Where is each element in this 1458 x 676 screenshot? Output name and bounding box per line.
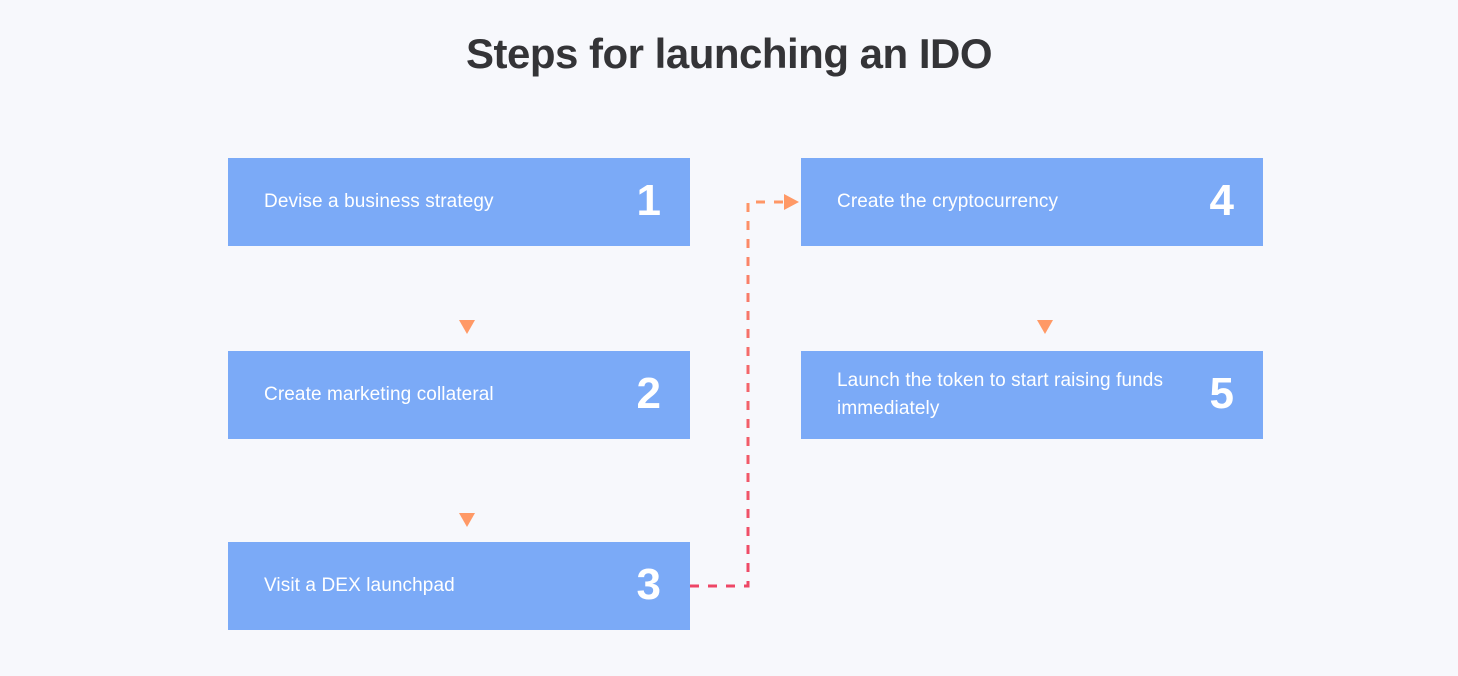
step-number-5: 5 (1209, 368, 1235, 418)
step-card-1[interactable]: Devise a business strategy 1 (228, 158, 690, 246)
connector-step-3-to-step-4 (690, 194, 799, 588)
step-number-4: 4 (1209, 175, 1235, 225)
step-card-4[interactable]: Create the cryptocurrency 4 (801, 158, 1263, 246)
step-label-5: Launch the token to start raising funds … (837, 370, 1164, 419)
step-card-5[interactable]: Launch the token to start raising funds … (801, 351, 1263, 439)
connector-step-2-to-step-3 (459, 446, 475, 527)
step-number-1: 1 (636, 175, 662, 225)
connector-step-1-to-step-2 (459, 252, 475, 334)
page-title: Steps for launching an IDO (465, 30, 993, 77)
step-label-1: Devise a business strategy (264, 191, 494, 213)
step-label-3: Visit a DEX launchpad (264, 575, 455, 597)
step-number-2: 2 (636, 368, 662, 418)
step-card-3[interactable]: Visit a DEX launchpad 3 (228, 542, 690, 630)
step-label-2: Create marketing collateral (264, 384, 494, 406)
connector-step-4-to-step-5 (1037, 252, 1053, 334)
step-number-3: 3 (636, 559, 662, 609)
step-label-4: Create the cryptocurrency (837, 191, 1059, 213)
step-card-2[interactable]: Create marketing collateral 2 (228, 351, 690, 439)
